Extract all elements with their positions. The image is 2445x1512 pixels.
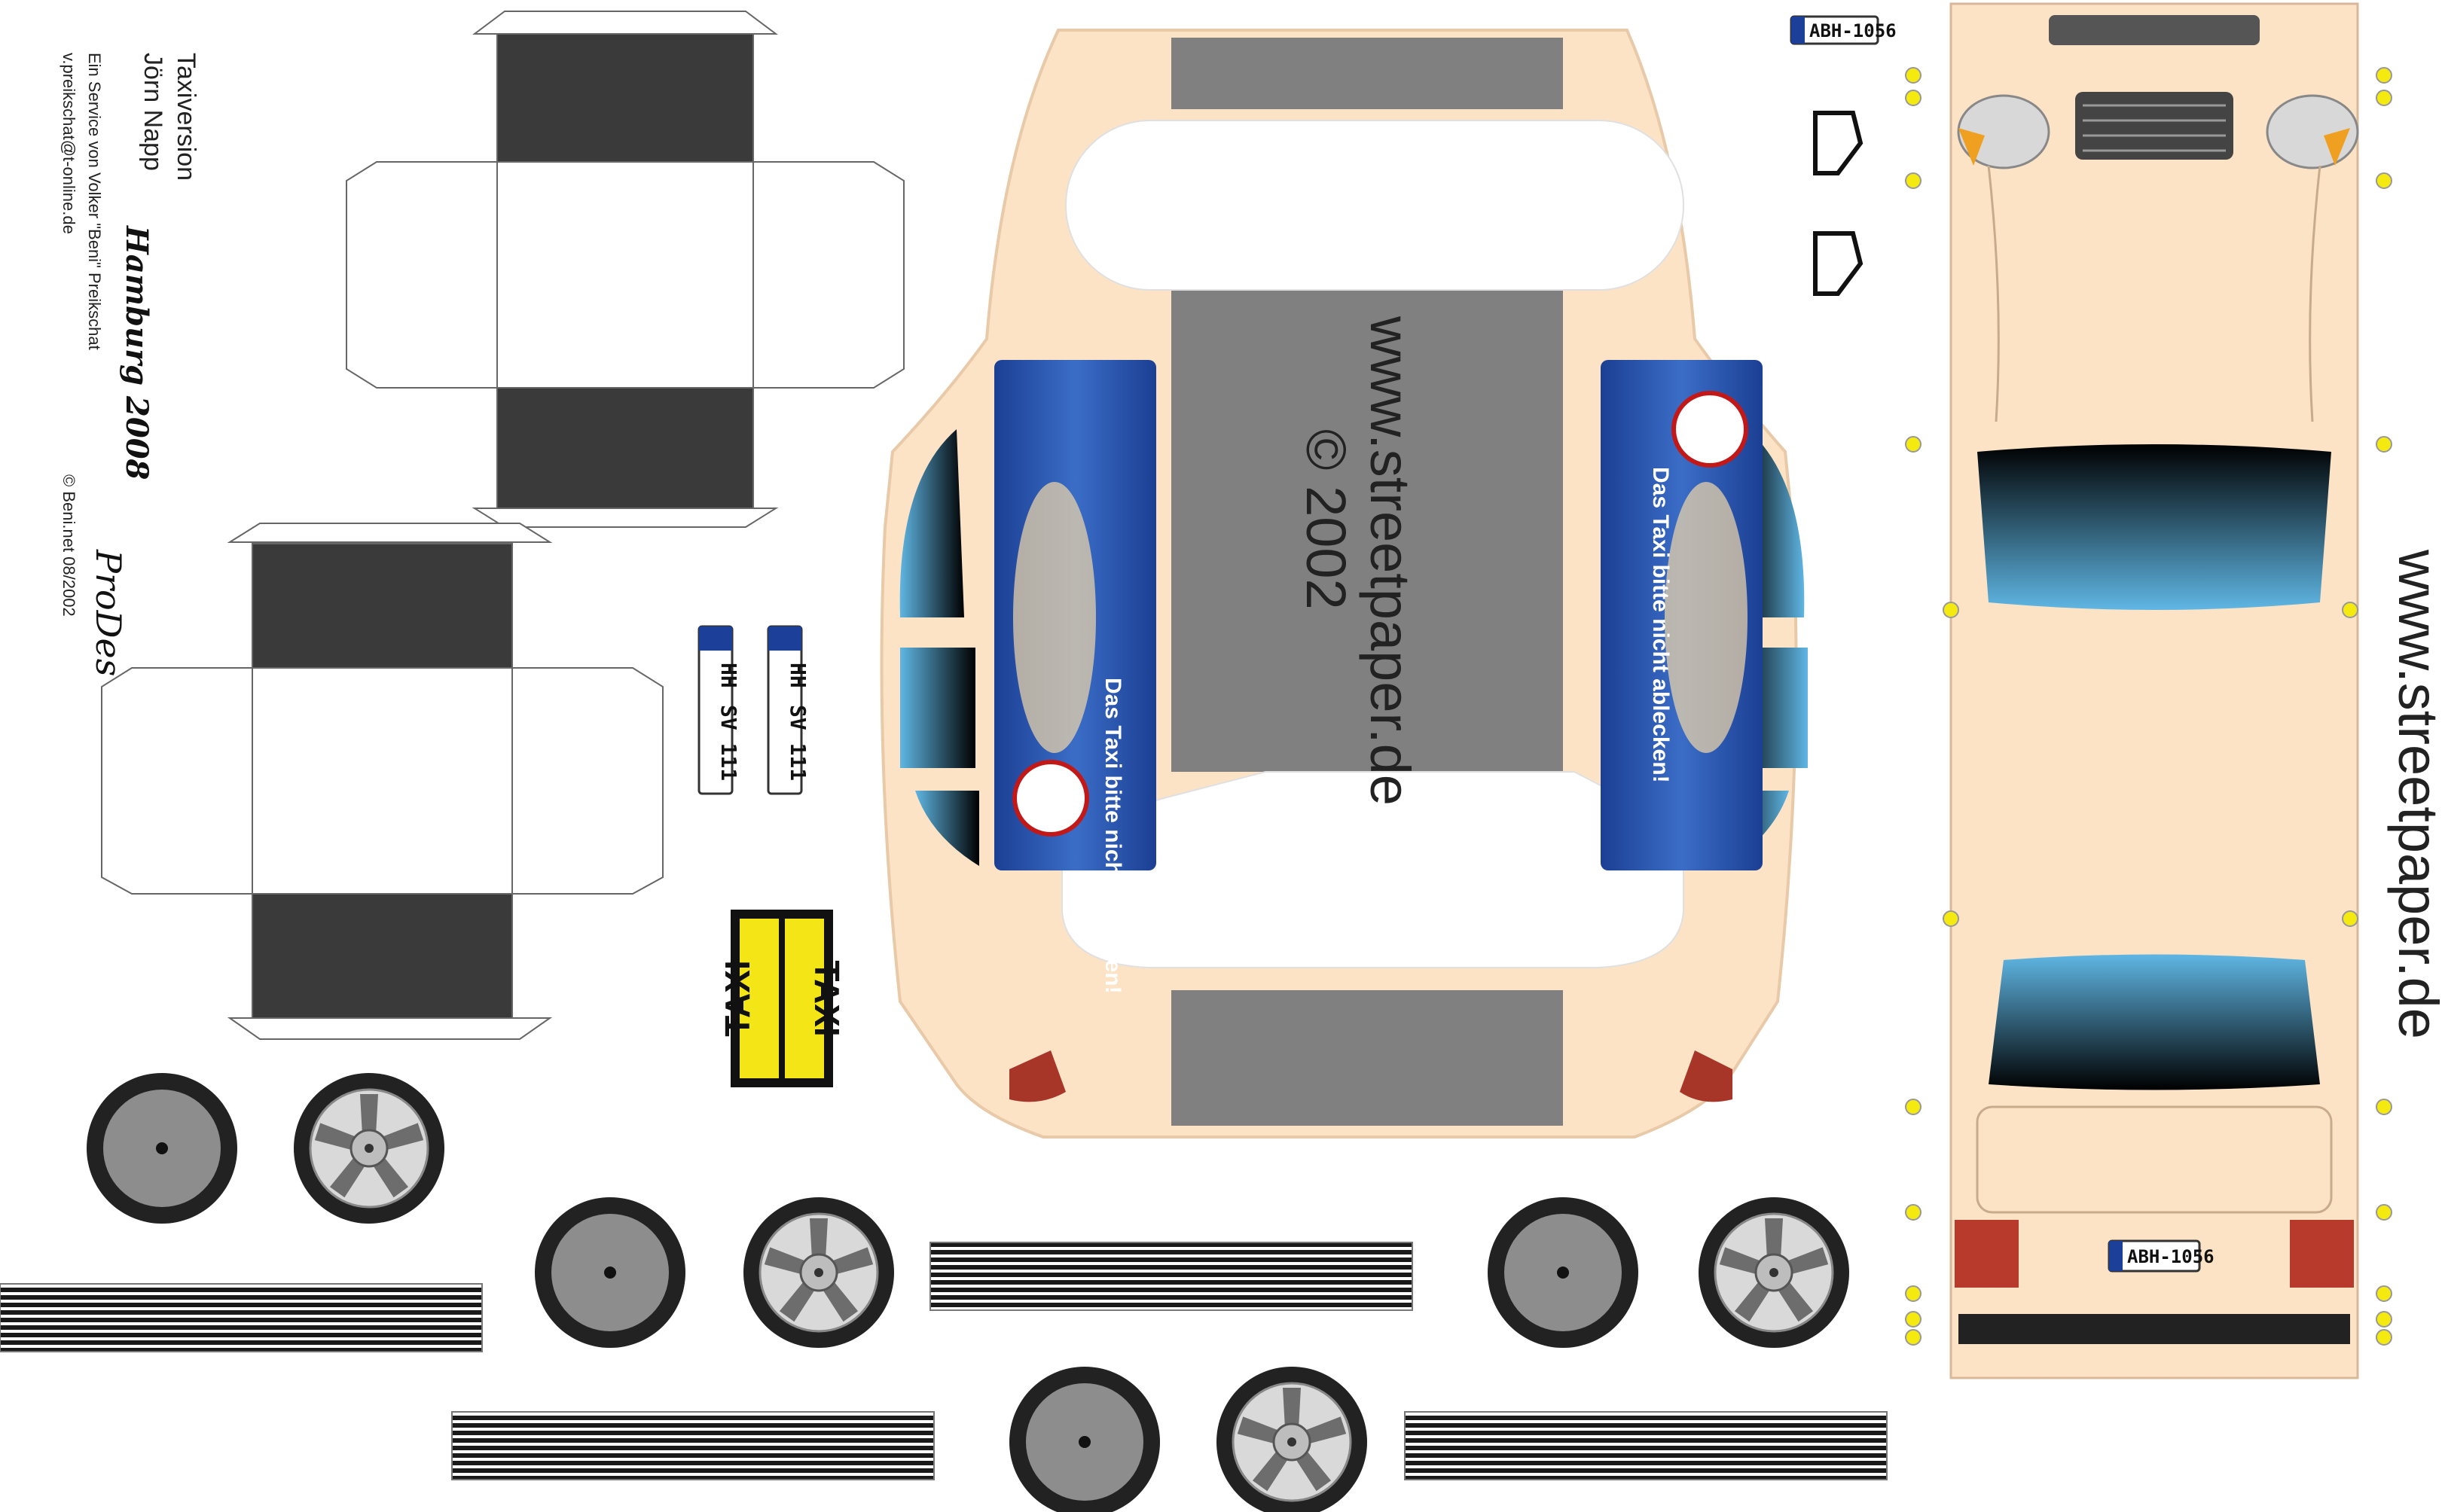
wheel-plain-2 xyxy=(535,1197,685,1348)
wheel-plain-1 xyxy=(87,1073,237,1224)
wheel-plain-3 xyxy=(1009,1367,1160,1512)
box-net-upper xyxy=(346,11,905,528)
rear-plate: ABH-1056 xyxy=(2108,1239,2215,1273)
wheel-plain-4 xyxy=(1488,1197,1638,1348)
front-plate-right-number: SV 111 xyxy=(786,705,810,781)
credits-city-year: Hamburg 2008 xyxy=(119,225,154,480)
small-plate-text: ABH-1056 xyxy=(1809,20,1897,41)
side-ad-left: Das Taxi bitte nicht ablecken! xyxy=(994,360,1156,994)
roof-panel xyxy=(1171,290,1563,772)
tread-strips xyxy=(0,1242,1888,1480)
credits-series: Ein Service von Volker "Beni" Preikschat xyxy=(85,53,104,350)
wheel-rim-1 xyxy=(292,1072,446,1225)
credits-copyright: © Beni.net 08/2002 xyxy=(60,474,78,617)
credits-author: Jörn Napp xyxy=(139,53,167,171)
front-plate-right-region: HH xyxy=(786,663,810,688)
side-ad-right: Das Taxi bitte nicht ablecken! xyxy=(1601,360,1763,870)
taxi-sign-left-text: TAXI xyxy=(718,960,757,1036)
side-ad-right-text: Das Taxi bitte nicht ablecken! xyxy=(1648,467,1673,783)
car-body-net: Das Taxi bitte nicht ablecken! Das Taxi … xyxy=(880,29,1808,1139)
taxi-sign-right-text: TAXI xyxy=(807,960,847,1036)
roof-strip-bottom xyxy=(1171,990,1563,1126)
front-plate-left-number: SV 111 xyxy=(716,705,741,781)
small-rear-plate: ABH-1056 xyxy=(1790,15,1897,45)
wheel-rim-2 xyxy=(742,1196,896,1349)
side-ad-left-text: Das Taxi bitte nicht ablecken! xyxy=(1100,678,1125,994)
body-watermark-url: www.streetpaper.de xyxy=(1359,316,1421,806)
glue-dots xyxy=(1905,67,2392,1346)
body-watermark-year: © 2002 xyxy=(1295,429,1357,610)
taxi-sign: TAXI TAXI xyxy=(718,910,847,1087)
car-top-view: ABH-1056 www.streetpaper.de xyxy=(1949,2,2445,1379)
wheel-rim-4 xyxy=(1697,1196,1851,1349)
mirror-parts xyxy=(1813,111,1864,296)
wheel-rim-3 xyxy=(1215,1365,1369,1512)
credits-brand: ProDes xyxy=(88,549,129,676)
box-net-lower xyxy=(101,523,664,1040)
credits-block: Taxiversion Jörn Napp Hamburg 2008 Ein S… xyxy=(60,53,200,676)
front-plate-left: HH SV 111 xyxy=(697,625,741,795)
credits-email: v.preikschat@t-online.de xyxy=(60,53,78,234)
windscreen-front xyxy=(1977,444,2331,610)
roof-strip-top xyxy=(1171,38,1563,109)
rear-plate-text: ABH-1056 xyxy=(2127,1246,2215,1267)
top-watermark-url: www.streetpaper.de xyxy=(2387,549,2445,1039)
windscreen-rear xyxy=(1989,954,2320,1090)
front-plate-right: HH SV 111 xyxy=(767,625,810,795)
front-plate-left-region: HH xyxy=(716,663,741,688)
credits-version: Taxiversion xyxy=(172,53,200,181)
